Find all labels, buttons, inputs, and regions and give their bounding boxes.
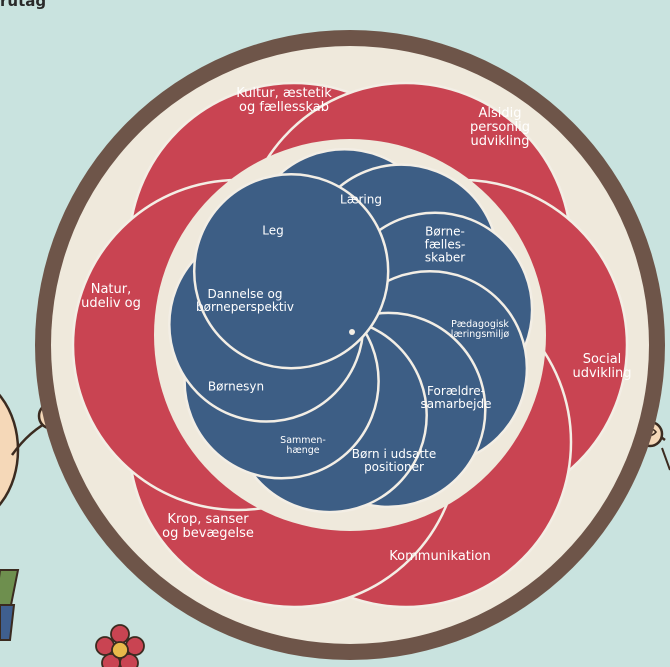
- corner-title: rutag: [0, 0, 47, 10]
- inner-label-boernesyn: Børnesyn: [207, 379, 265, 394]
- inner-petal-layer: [154, 139, 546, 531]
- flower-decoration: [95, 624, 145, 667]
- outer-label-alsidig: Alsidig personlig udvikling: [469, 105, 531, 150]
- outer-label-krop: Krop, sanser og bevægelse: [162, 511, 254, 541]
- inner-label-paedagogisk: Pædagogisk læringsmiljø: [450, 318, 510, 340]
- outer-label-kommunikation: Kommunikation: [389, 548, 491, 564]
- inner-petal-9: [192, 172, 390, 370]
- outer-label-natur: Natur, udeliv og: [81, 281, 141, 311]
- inner-label-laering: Læring: [340, 192, 382, 207]
- inner-label-sammenhaenge: Sammen- hænge: [280, 434, 326, 456]
- outer-label-social: Social udvikling: [572, 351, 632, 381]
- flower-center: [349, 329, 355, 335]
- inner-label-boernefaellesskaber: Børne- fælles- skaber: [424, 224, 466, 265]
- inner-label-leg: Leg: [262, 223, 284, 238]
- inner-label-dannelse: Dannelse og børneperspektiv: [196, 287, 294, 314]
- inner-label-foraeldresamarbejde: Forældre- samarbejde: [420, 384, 492, 411]
- inner-label-boern-i-udsatte: Børn i udsatte positioner: [351, 447, 437, 474]
- outer-label-kultur: Kultur, æstetik og fællesskab: [236, 85, 332, 115]
